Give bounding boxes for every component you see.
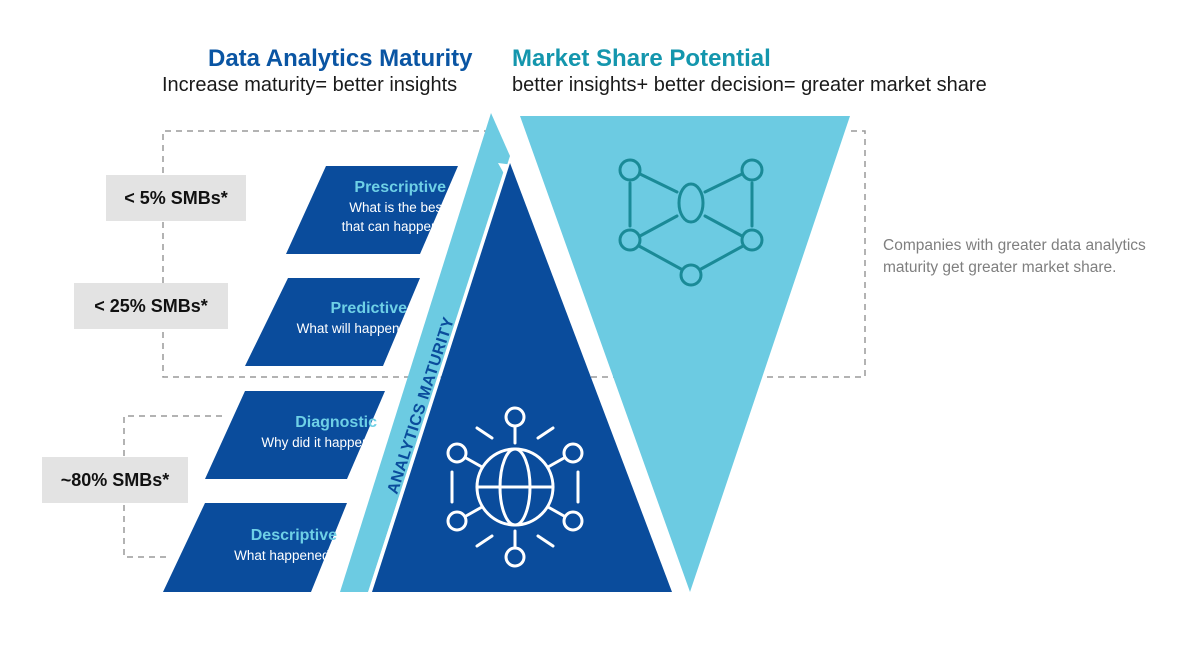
level-title: Diagnostic — [295, 414, 377, 431]
level-description: that can happen? — [341, 219, 446, 234]
smb-badge-diagnostic-descriptive: ~80% SMBs* — [42, 457, 188, 503]
analytics-maturity-arrow — [340, 113, 510, 592]
network-nodes-icon — [618, 158, 764, 287]
level-predictive: Predictive What will happen? — [297, 299, 407, 338]
data-analytics-maturity-title: Data Analytics Maturity — [208, 45, 473, 72]
market-share-potential-subtitle: better insights+ better decision= greate… — [512, 74, 987, 96]
level-descriptive: Descriptive What happened? — [234, 526, 337, 565]
market-share-potential-title: Market Share Potential — [512, 45, 771, 72]
market-share-funnel — [520, 116, 850, 592]
level-description: What happened? — [234, 548, 337, 563]
level-title: Predictive — [330, 300, 407, 317]
band-prescriptive — [286, 166, 458, 254]
data-analytics-maturity-subtitle: Increase maturity= better insights — [162, 74, 458, 96]
smb-badge-prescriptive: < 5% SMBs* — [106, 175, 246, 221]
level-title: Descriptive — [250, 527, 337, 544]
globe-network-icon — [446, 406, 584, 568]
smb-badge-predictive: < 25% SMBs* — [74, 283, 228, 329]
level-description: Why did it happen? — [261, 435, 377, 450]
arrow-shaft — [370, 171, 507, 586]
pyramid — [372, 163, 672, 592]
level-title: Prescriptive — [354, 179, 446, 196]
level-diagnostic: Diagnostic Why did it happen? — [261, 413, 377, 452]
band-descriptive — [163, 503, 347, 592]
band-diagnostic — [205, 391, 385, 479]
level-description: What will happen? — [296, 321, 407, 336]
level-prescriptive: Prescriptive What is the best that can h… — [342, 178, 446, 236]
side-note: Companies with greater data analytics ma… — [883, 237, 1146, 276]
level-description: What is the best — [349, 200, 446, 215]
band-predictive — [245, 278, 420, 366]
